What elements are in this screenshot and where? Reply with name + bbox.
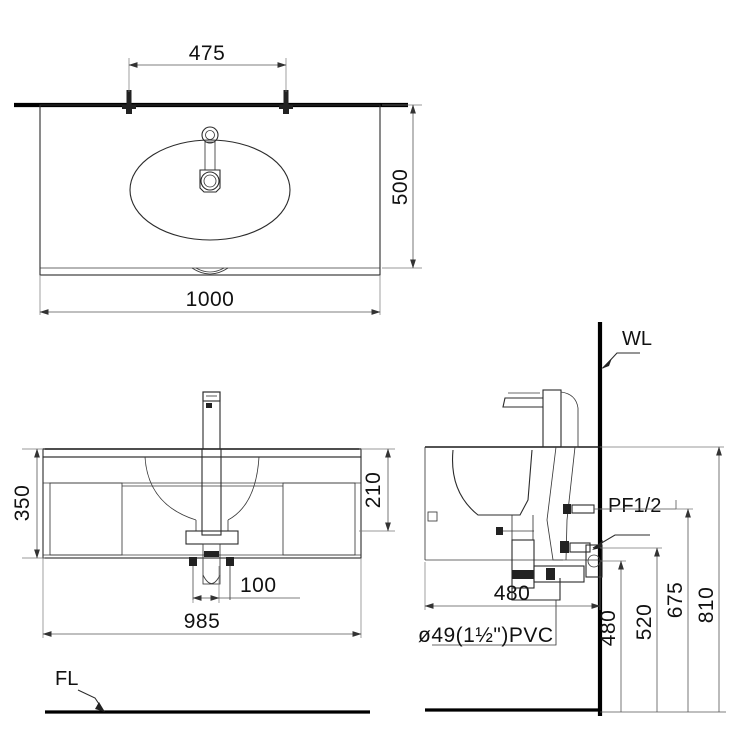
trap-bend-section: [511, 578, 561, 601]
supply-stub-lower-nut: [560, 541, 569, 553]
pf-leader-arrow: [592, 540, 603, 550]
dim1000-label: 1000: [186, 288, 235, 311]
basin-profile-section: [451, 449, 533, 516]
faucet-spout-section: [502, 397, 543, 408]
bracket-left-plate: [122, 105, 136, 109]
trap-tube-front: [202, 543, 221, 585]
faucet-section: [502, 389, 579, 448]
wall-bracket-right: [279, 90, 293, 114]
trap-nut-section: [512, 570, 534, 579]
dim985-label: 985: [184, 610, 221, 633]
trap-riser-section: [511, 539, 535, 589]
dim500-label: 500: [389, 169, 412, 206]
faucet-spout-circle: [201, 126, 219, 144]
floor-line-label: FL: [55, 668, 78, 690]
supply-stub-lower: [569, 542, 591, 553]
wall-line-label: WL: [622, 328, 652, 350]
dimension-1000: 1000: [39, 276, 381, 315]
basin-profile-left-front: [144, 456, 197, 521]
pvc-leader-line: [432, 600, 557, 646]
dimension-500: 500: [382, 104, 422, 269]
dimension-520: 520: [600, 547, 662, 712]
dim475-label: 475: [189, 42, 226, 65]
dimension-480-horizontal: 480: [424, 562, 601, 610]
dim480v-label: 480: [597, 610, 620, 647]
dim480h-label: 480: [494, 582, 531, 605]
waste-trap-section: [496, 527, 603, 601]
dimension-475: 475: [128, 42, 287, 92]
counter-outline-plan: [39, 104, 381, 276]
waste-riser-front: [201, 448, 222, 536]
dim210-label: 210: [362, 472, 385, 509]
faucet-lever: [206, 403, 212, 408]
dim520-label: 520: [633, 604, 656, 641]
dim810-label: 810: [695, 587, 718, 624]
faucet-base-inner: [203, 174, 217, 188]
dim675-label: 675: [664, 582, 687, 619]
supply-stub-nut: [563, 504, 571, 514]
waste-trap-front: [185, 448, 239, 600]
supply-left-front: [189, 557, 197, 566]
trap-horizontal-section: [533, 565, 585, 583]
front-notch-detail: [191, 267, 229, 275]
bracket-left-foot: [126, 109, 132, 114]
faucet-handle-section: [560, 391, 579, 448]
trap-bend-front: [202, 574, 221, 584]
waste-branch-cap: [496, 527, 503, 535]
dimension-350: 350: [11, 448, 45, 559]
front-notch-curve: [191, 267, 229, 275]
faucet-body-plan: [199, 169, 221, 193]
dimension-675: 675: [600, 508, 693, 712]
bracket-right-foot: [283, 109, 289, 114]
dimension-100: 100: [192, 566, 300, 603]
fl-leader-arrow: [95, 702, 105, 712]
cabinet-handle-section: [427, 511, 438, 522]
supply-right-front: [226, 557, 234, 566]
wl-annotation: WL: [601, 328, 652, 369]
bracket-right-plate: [279, 105, 293, 109]
trap-coupling-section: [546, 568, 555, 580]
faucet-spout-inner: [205, 130, 215, 140]
top-view-group: 475 1000 500: [14, 42, 422, 315]
faucet-plan: [199, 126, 221, 193]
faucet-top-cap: [202, 391, 221, 402]
side-section-group: WL: [418, 322, 726, 716]
waste-pipe-label: ø49(1½")PVC: [418, 624, 554, 647]
dim100-label: 100: [240, 574, 277, 597]
trap-nut-front: [204, 551, 219, 557]
front-elevation-group: 350 210 100 985 FL: [11, 391, 395, 714]
basin-bowl-plan: [129, 139, 291, 241]
dim350-label: 350: [11, 485, 34, 522]
floor-line-left-group: FL: [45, 668, 370, 714]
dimension-210: 210: [359, 448, 395, 532]
basin-profile-right-front: [227, 456, 260, 521]
front-notch-curve-inner: [195, 267, 225, 273]
supply-thread-label: PF1/2: [608, 495, 661, 517]
faucet-body-section: [542, 389, 562, 448]
pvc-annotation: ø49(1½")PVC: [418, 600, 557, 647]
wall-bracket-left: [122, 90, 136, 114]
wl-leader-arrow: [601, 358, 612, 369]
bracket-left-post: [126, 90, 132, 105]
faucet-base-circle: [200, 171, 220, 191]
dimension-480-vertical: 480: [597, 560, 626, 712]
bracket-right-post: [283, 90, 289, 105]
dimension-985: 985: [42, 558, 362, 638]
supply-pipe-a-section: [546, 446, 563, 561]
dimension-810: 810: [600, 446, 724, 712]
